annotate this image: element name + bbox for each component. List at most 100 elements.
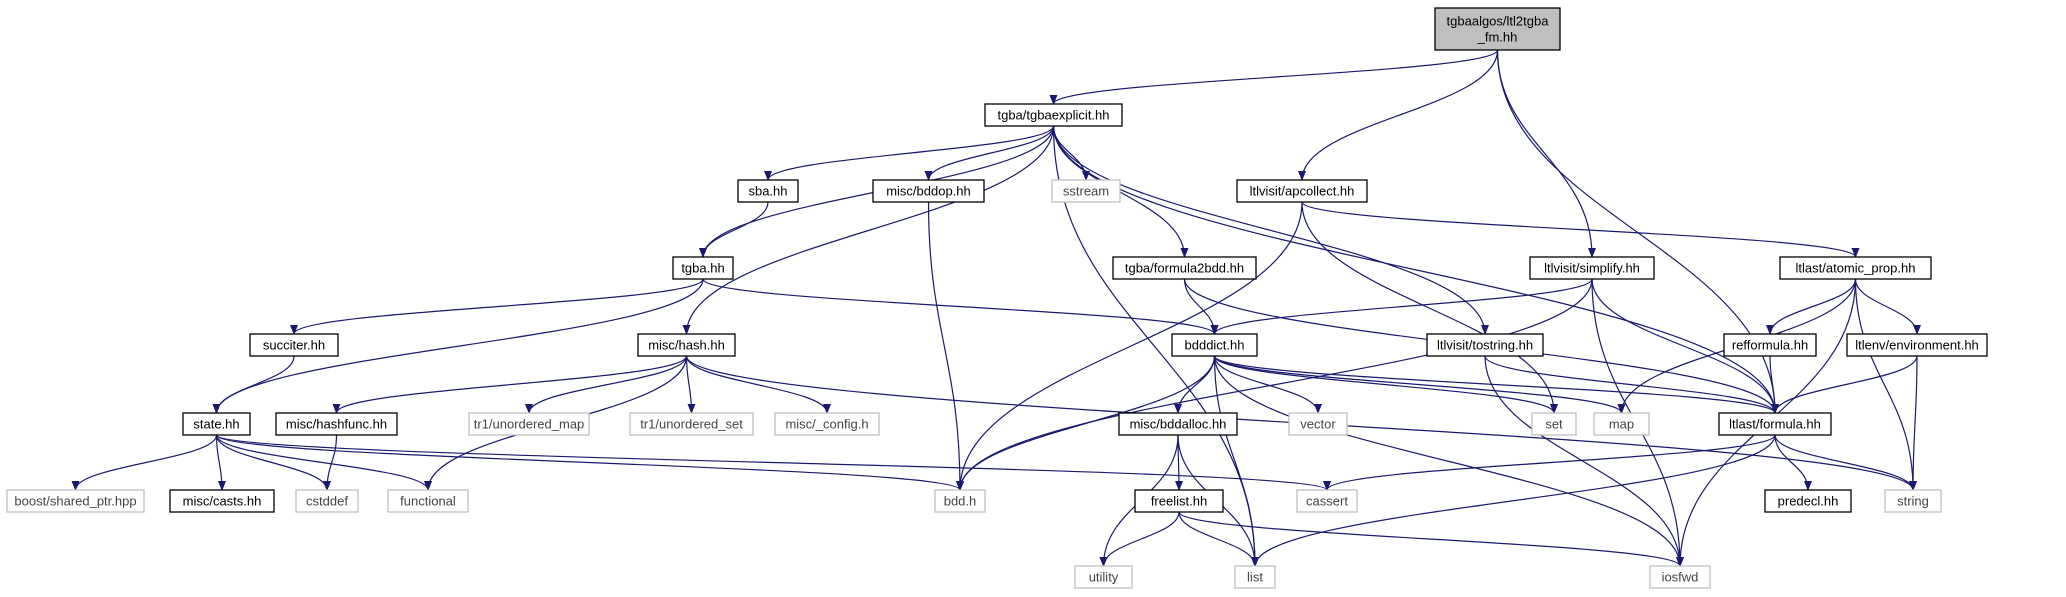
edge-bdddict-to-vector bbox=[1213, 355, 1322, 414]
node-predecl[interactable]: predecl.hh bbox=[1764, 489, 1852, 513]
node-label: ltlast/atomic_prop.hh bbox=[1796, 261, 1916, 276]
node-casts[interactable]: misc/casts.hh bbox=[169, 489, 275, 513]
node-list: list bbox=[1234, 565, 1276, 589]
edge-apcollect-to-bddh bbox=[956, 201, 1303, 491]
node-box bbox=[1531, 412, 1577, 436]
node-label: tgba/tgbaexplicit.hh bbox=[997, 108, 1109, 123]
edge-hash-to-hashfunc bbox=[332, 355, 688, 414]
node-box bbox=[1288, 412, 1348, 436]
node-atomicprop[interactable]: ltlast/atomic_prop.hh bbox=[1779, 256, 1932, 280]
node-box bbox=[774, 412, 880, 436]
node-simplify[interactable]: ltlvisit/simplify.hh bbox=[1529, 256, 1655, 280]
edge-hash-to-unordered_map bbox=[525, 355, 688, 414]
node-cassert: cassert bbox=[1296, 489, 1358, 513]
node-tgba[interactable]: tgba.hh bbox=[672, 256, 734, 280]
node-formula[interactable]: ltlast/formula.hh bbox=[1718, 412, 1832, 436]
edge-tgba-to-bdddict bbox=[702, 278, 1219, 335]
edge-tgbaexplicit-to-tostring bbox=[1052, 125, 1489, 335]
node-label: freelist.hh bbox=[1151, 494, 1207, 509]
node-box bbox=[934, 489, 986, 513]
node-bddalloc[interactable]: misc/bddalloc.hh bbox=[1118, 412, 1238, 436]
node-label: boost/shared_ptr.hpp bbox=[14, 494, 136, 509]
node-refformula[interactable]: refformula.hh bbox=[1723, 333, 1817, 357]
edge-atomicprop-to-environment bbox=[1854, 278, 1921, 335]
node-box bbox=[468, 412, 590, 436]
edge-environment-to-formula bbox=[1771, 355, 1918, 414]
node-label: ltlenv/environment.hh bbox=[1855, 338, 1979, 353]
edge-tgba-to-succiter bbox=[290, 278, 704, 335]
node-freelist[interactable]: freelist.hh bbox=[1134, 489, 1224, 513]
node-succiter[interactable]: succiter.hh bbox=[249, 333, 339, 357]
node-hash[interactable]: misc/hash.hh bbox=[637, 333, 736, 357]
node-box bbox=[1426, 333, 1544, 357]
node-box bbox=[387, 489, 469, 513]
node-sba[interactable]: sba.hh bbox=[737, 179, 799, 203]
node-box bbox=[1296, 489, 1358, 513]
node-label: bdddict.hh bbox=[1185, 338, 1245, 353]
node-label: sstream bbox=[1063, 184, 1109, 199]
node-box bbox=[672, 256, 734, 280]
node-box bbox=[1649, 565, 1711, 589]
node-box bbox=[169, 489, 275, 513]
edge-state-to-cassert bbox=[215, 434, 1331, 491]
node-label: tgba/formula2bdd.hh bbox=[1125, 261, 1244, 276]
edge-root-to-apcollect bbox=[1298, 49, 1499, 181]
node-label: cassert bbox=[1306, 494, 1348, 509]
edge-state-to-functional bbox=[215, 434, 432, 491]
node-bddop[interactable]: misc/bddop.hh bbox=[872, 179, 985, 203]
node-label: tr1/unordered_map bbox=[474, 417, 585, 432]
node-label: bdd.h bbox=[944, 494, 977, 509]
node-box bbox=[984, 103, 1123, 127]
edge-bdddict-to-map bbox=[1213, 355, 1626, 414]
edge-apcollect-to-set bbox=[1301, 201, 1558, 414]
node-label: map bbox=[1609, 417, 1634, 432]
node-label: misc/casts.hh bbox=[183, 494, 262, 509]
node-tostring[interactable]: ltlvisit/tostring.hh bbox=[1426, 333, 1544, 357]
node-label: succiter.hh bbox=[263, 338, 325, 353]
edge-bdddict-to-formula bbox=[1213, 355, 1779, 414]
node-root[interactable]: tgbaalgos/ltl2tgba_fm.hh bbox=[1434, 7, 1561, 51]
node-hashfunc[interactable]: misc/hashfunc.hh bbox=[275, 412, 398, 436]
node-environment[interactable]: ltlenv/environment.hh bbox=[1846, 333, 1988, 357]
edge-state-to-casts bbox=[215, 434, 226, 491]
edge-sba-to-tgba bbox=[699, 201, 769, 258]
node-label: _fm.hh bbox=[1477, 30, 1518, 45]
node-box bbox=[6, 489, 145, 513]
node-box bbox=[737, 179, 799, 203]
node-box bbox=[1074, 565, 1133, 589]
node-formula2bdd[interactable]: tgba/formula2bdd.hh bbox=[1112, 256, 1257, 280]
node-box bbox=[1051, 179, 1121, 203]
edge-formula-to-list bbox=[1251, 434, 1776, 567]
edge-atomicprop-to-string bbox=[1854, 278, 1917, 491]
node-map: map bbox=[1593, 412, 1650, 436]
node-set: set bbox=[1531, 412, 1577, 436]
node-box bbox=[1593, 412, 1650, 436]
node-box bbox=[295, 489, 359, 513]
node-sharedptr: boost/shared_ptr.hpp bbox=[6, 489, 145, 513]
node-label: vector bbox=[1300, 417, 1336, 432]
node-label: string bbox=[1897, 494, 1929, 509]
node-label: refformula.hh bbox=[1732, 338, 1808, 353]
node-bddh: bdd.h bbox=[934, 489, 986, 513]
edge-bddop-to-bddh bbox=[927, 201, 964, 491]
node-tgbaexplicit[interactable]: tgba/tgbaexplicit.hh bbox=[984, 103, 1123, 127]
node-vector: vector bbox=[1288, 412, 1348, 436]
node-label: ltlvisit/apcollect.hh bbox=[1250, 184, 1355, 199]
node-bdddict[interactable]: bdddict.hh bbox=[1171, 333, 1258, 357]
node-box bbox=[1112, 256, 1257, 280]
edge-apcollect-to-atomicprop bbox=[1301, 201, 1860, 258]
node-box bbox=[1171, 333, 1258, 357]
node-sstream: sstream bbox=[1051, 179, 1121, 203]
node-label: predecl.hh bbox=[1778, 494, 1839, 509]
node-state[interactable]: state.hh bbox=[182, 412, 251, 436]
edge-bdddict-to-set bbox=[1213, 355, 1558, 414]
node-cstddef: cstddef bbox=[295, 489, 359, 513]
node-label: sba.hh bbox=[748, 184, 787, 199]
node-config: misc/_config.h bbox=[774, 412, 880, 436]
node-apcollect[interactable]: ltlvisit/apcollect.hh bbox=[1236, 179, 1368, 203]
node-box bbox=[1884, 489, 1942, 513]
edge-tgbaexplicit-to-sba bbox=[764, 125, 1055, 181]
node-label: set bbox=[1545, 417, 1563, 432]
edge-freelist-to-list bbox=[1178, 511, 1259, 567]
